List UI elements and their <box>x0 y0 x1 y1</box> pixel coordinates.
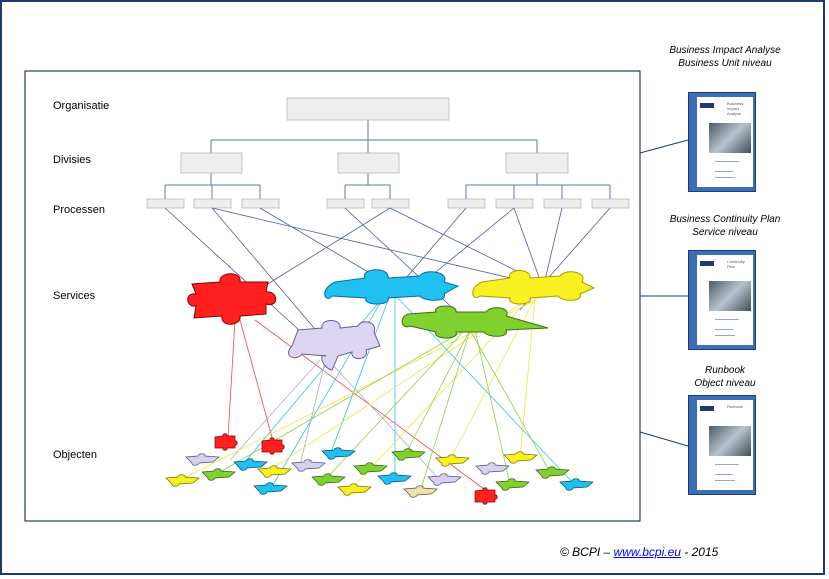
building-photo-icon <box>709 123 751 153</box>
object-piece <box>353 462 388 475</box>
service-piece-yellow <box>472 270 596 305</box>
box-divisie-2 <box>337 152 400 174</box>
service-piece-cyan <box>324 269 460 305</box>
box-proces-1 <box>146 198 185 209</box>
doc-title-line: Runbook <box>704 365 746 376</box>
object-piece <box>495 478 530 491</box>
object-piece <box>475 462 510 475</box>
object-piece <box>233 458 268 471</box>
box-proces-3 <box>241 198 280 209</box>
box-proces-6 <box>447 198 486 209</box>
footer: © BCPI – www.bcpi.eu - 2015 <box>560 545 718 559</box>
doc-text-line <box>715 171 733 172</box>
doc-text-line <box>715 177 735 178</box>
object-piece <box>261 437 285 455</box>
doc-cover-bcp: Continuity Plan <box>688 250 756 350</box>
doc-logo-icon <box>700 261 714 266</box>
object-piece <box>337 483 372 496</box>
doc-text-line <box>715 161 739 162</box>
object-piece <box>321 447 356 460</box>
doc-subtitle-line: Object niveau <box>694 378 756 389</box>
object-piece <box>427 473 462 486</box>
label-services: Services <box>53 290 96 302</box>
service-piece-green <box>401 305 549 339</box>
doc-text-line <box>715 480 735 481</box>
object-piece <box>214 433 238 451</box>
label-processen: Processen <box>53 204 105 216</box>
footer-year: - 2015 <box>684 545 719 559</box>
object-piece <box>201 468 236 481</box>
box-proces-4 <box>326 198 365 209</box>
object-pieces <box>165 433 594 505</box>
doc-logo-icon <box>700 103 714 108</box>
object-piece <box>403 485 438 498</box>
doc-text-line <box>715 474 733 475</box>
doc-subtitle-line: Business Unit niveau <box>678 58 772 69</box>
object-piece <box>559 478 594 491</box>
footer-copyright: © BCPI – <box>560 545 611 559</box>
box-proces-5 <box>371 198 410 209</box>
org-boxes <box>146 97 630 209</box>
doc-text-line <box>715 464 739 465</box>
service-piece-lavender <box>288 320 381 371</box>
doc-page: Business Impact Analyse <box>697 97 753 187</box>
service-piece-red <box>187 273 277 325</box>
building-photo-icon <box>709 426 751 456</box>
building-photo-icon <box>709 281 751 311</box>
box-proces-2 <box>193 198 232 209</box>
object-piece <box>257 465 292 478</box>
org-connectors <box>164 120 611 199</box>
doc-title-line: Business Continuity Plan <box>669 214 781 225</box>
doc-text-line <box>715 335 735 336</box>
object-piece <box>253 482 288 495</box>
doc-cover-text: Business Impact Analyse <box>727 101 744 116</box>
service-pieces <box>187 269 596 371</box>
box-proces-9 <box>591 198 630 209</box>
box-proces-7 <box>495 198 534 209</box>
object-piece <box>185 453 220 466</box>
doc-title-bia: Business Impact Analyse Business Unit ni… <box>640 44 810 70</box>
doc-title-runbook: Runbook Object niveau <box>640 364 810 390</box>
doc-logo-icon <box>700 406 714 411</box>
doc-text-line <box>715 329 733 330</box>
doc-subtitle-line: Service niveau <box>692 227 758 238</box>
object-piece <box>311 473 346 486</box>
process-service-links <box>164 207 611 341</box>
box-divisie-1 <box>180 152 243 174</box>
doc-cover-runbook: Runbook <box>688 395 756 495</box>
object-piece <box>503 451 538 464</box>
footer-link[interactable]: www.bcpi.eu <box>613 545 681 559</box>
doc-text-line <box>715 319 739 320</box>
object-piece <box>377 472 412 485</box>
label-divisies: Divisies <box>53 154 91 166</box>
doc-cover-text: Continuity Plan <box>727 259 745 269</box>
doc-title-bcp: Business Continuity Plan Service niveau <box>640 213 810 239</box>
object-piece <box>391 448 426 461</box>
label-objecten: Objecten <box>53 449 97 461</box>
doc-page: Continuity Plan <box>697 255 753 345</box>
box-organisatie <box>286 97 450 121</box>
object-piece <box>165 474 200 487</box>
box-proces-8 <box>543 198 582 209</box>
doc-cover-text: Runbook <box>727 404 744 409</box>
object-piece <box>474 487 498 505</box>
label-organisatie: Organisatie <box>53 100 109 112</box>
document-connectors <box>639 139 689 447</box>
doc-page: Runbook <box>697 400 753 490</box>
object-piece <box>291 459 326 472</box>
box-divisie-3 <box>505 152 569 174</box>
object-piece <box>435 454 470 467</box>
doc-title-line: Business Impact Analyse <box>669 45 781 56</box>
object-piece <box>535 466 570 479</box>
doc-cover-bia: Business Impact Analyse <box>688 92 756 192</box>
